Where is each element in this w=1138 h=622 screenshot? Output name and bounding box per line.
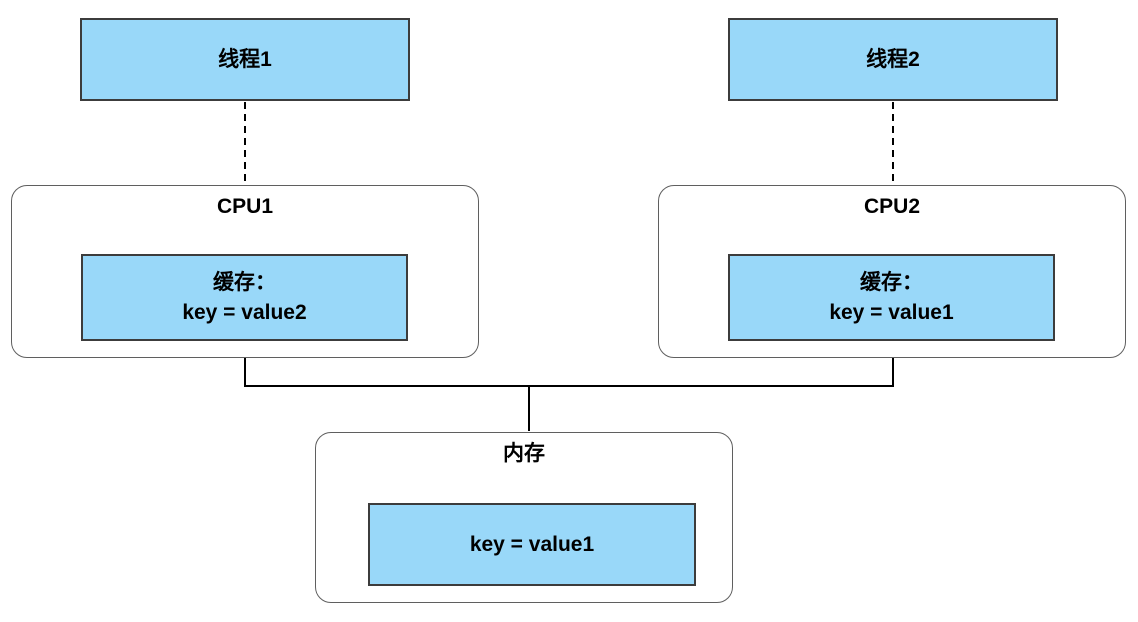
cpu1-cache-label-line1: 缓存： [213,270,276,294]
cpu1-title: CPU1 [216,195,274,218]
cpu2-title: CPU2 [863,195,921,218]
memory-value-node: key = value1 [368,503,696,586]
cpu2-cache-label-line2: key = value1 [829,300,954,324]
cpu2-cache-node: 缓存： key = value1 [728,254,1055,341]
memory-title: 内存 [503,442,545,465]
memory-value-label: key = value1 [469,532,595,556]
thread1-node: 线程1 [80,18,410,101]
cpu2-cache-label-line1: 缓存： [860,270,923,294]
cpu2-container: CPU2 缓存： key = value1 [658,185,1126,358]
thread2-node: 线程2 [728,18,1058,101]
memory-container: 内存 key = value1 [315,432,733,603]
thread1-label: 线程1 [218,47,272,71]
thread2-label: 线程2 [866,47,920,71]
cpu1-container: CPU1 缓存： key = value2 [11,185,479,358]
cpu1-cache-label-line2: key = value2 [182,300,307,324]
cpu1-cache-node: 缓存： key = value2 [81,254,408,341]
